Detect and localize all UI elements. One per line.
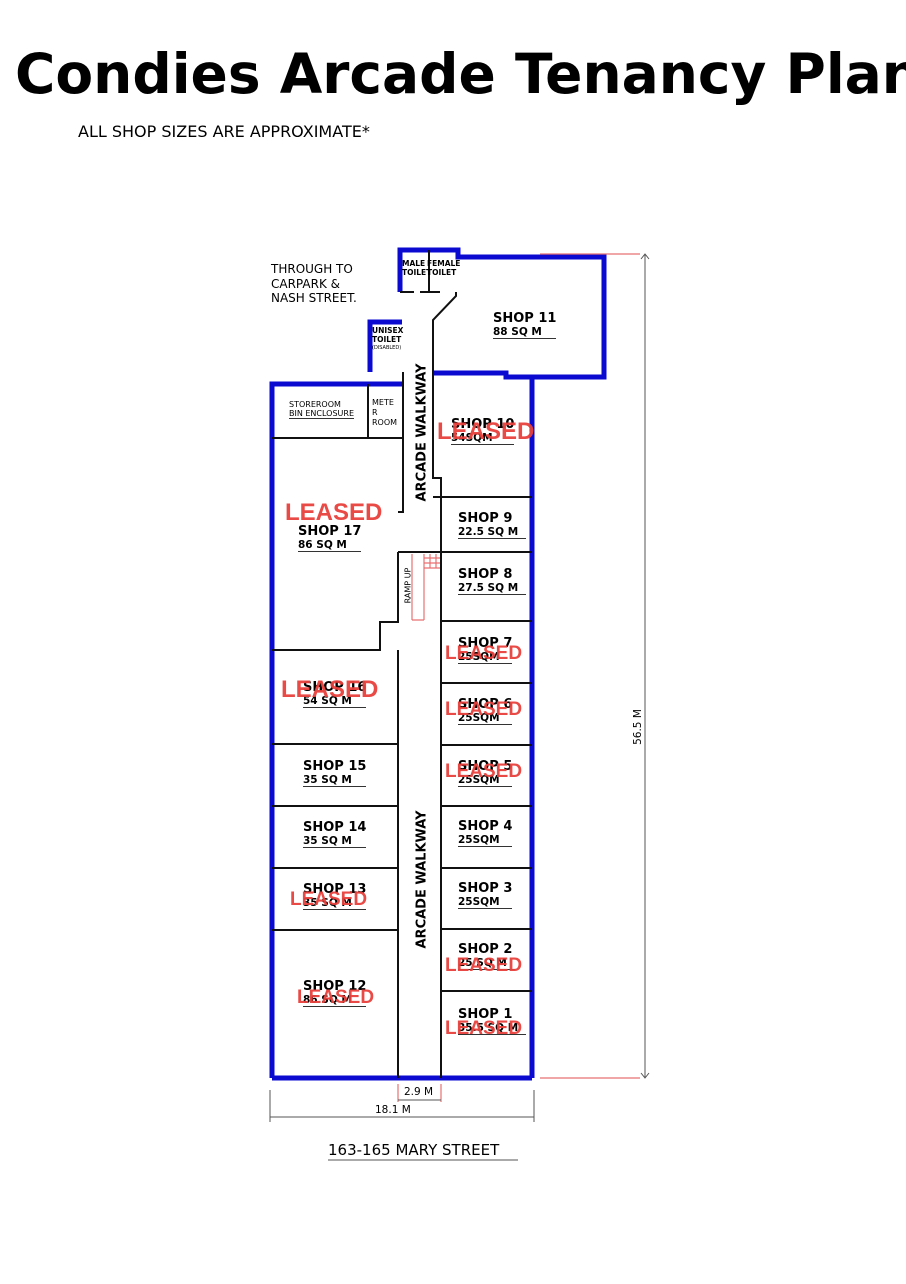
leased-badge: LEASED [285,499,383,526]
shop-size: 25SQM [458,774,513,787]
shop-name: SHOP 14 [303,820,367,835]
label: BIN ENCLOSURE [289,409,355,419]
note-line: CARPARK & [271,276,340,291]
leased-badge: LEASED [290,889,368,910]
shop-size: 86 SQ M [298,539,362,552]
label: R [372,408,378,417]
shop-name: SHOP 17 [298,524,362,539]
label: MALE [402,259,426,268]
label: METE [372,398,394,407]
shop-size: 88 SQ M [493,326,557,339]
shop-size: 25SQM [458,651,513,664]
shop-size: 35 SQ M [303,835,367,848]
shop-name: SHOP 10 [451,417,515,432]
page-title: Condies Arcade Tenancy Plan [15,42,906,106]
leased-badge: LEASED [297,987,375,1008]
shop-name: SHOP 6 [458,697,513,712]
shop-name: SHOP 16 [303,680,367,695]
shop-name: SHOP 15 [303,759,367,774]
label: (DISABLED) [372,345,402,351]
arcade-walkway-upper: ARCADE WALKWAY [414,363,430,502]
label: TOILET [427,268,457,277]
length-dimension: 56.5 M [632,709,644,745]
label: TOILET [402,268,432,277]
shop-name: SHOP 8 [458,567,513,582]
shop-size: 35 SQ M [303,774,367,787]
shop-name: SHOP 4 [458,819,513,834]
shop-name: SHOP 3 [458,881,513,896]
shop-size: 25 SQ M [458,957,515,970]
shop-name: SHOP 5 [458,759,513,774]
street-address: 163-165 MARY STREET [328,1141,500,1159]
shop-size: 25SQM [458,834,513,847]
arcade-walkway-lower: ARCADE WALKWAY [414,810,430,949]
total-width-dimension: 18.1 M [375,1104,411,1116]
shop-name: SHOP 12 [303,979,367,994]
leased-badge: LEASED [281,676,379,703]
leased-badge: LEASED [445,699,523,720]
label: ROOM [372,418,398,427]
walkway-width-dimension: 2.9 M [404,1086,434,1098]
shop-size: 22.5 SQ M [458,526,527,539]
label: FEMALE [427,259,461,268]
shop-name: SHOP 7 [458,636,513,651]
ramp-label: RAMP UP [403,567,413,604]
leased-badge: LEASED [445,1018,523,1039]
subtitle: ALL SHOP SIZES ARE APPROXIMATE* [78,122,370,141]
shop-name: SHOP 1 [458,1007,513,1022]
shop-size: 25SQM [458,712,513,725]
leased-badge: LEASED [445,761,523,782]
shop-size: 54SQM [451,432,515,445]
shop-size: 27.5 SQ M [458,582,527,595]
leased-badge: LEASED [437,418,535,445]
leased-badge: LEASED [445,955,523,976]
label: UNISEX [372,326,404,335]
shop-name: SHOP 11 [493,311,557,326]
label: STOREROOM [289,400,341,409]
shop-size: 35.5 SQ M [458,1022,527,1035]
leased-badge: LEASED [445,643,523,664]
shop-size: 25SQM [458,896,513,909]
shop-name: SHOP 13 [303,882,367,897]
shop-name: SHOP 2 [458,942,513,957]
shop-size: 86 SQ M [303,994,367,1007]
label: TOILET [372,335,402,344]
note-line: THROUGH TO [271,262,353,276]
shop-size: 35 SQ M [303,897,367,910]
note-line: NASH STREET. [271,291,357,305]
shop-size: 54 SQ M [303,695,367,708]
through-note: THROUGH TO CARPARK & NASH STREET. [271,262,357,306]
shop-name: SHOP 9 [458,511,513,526]
